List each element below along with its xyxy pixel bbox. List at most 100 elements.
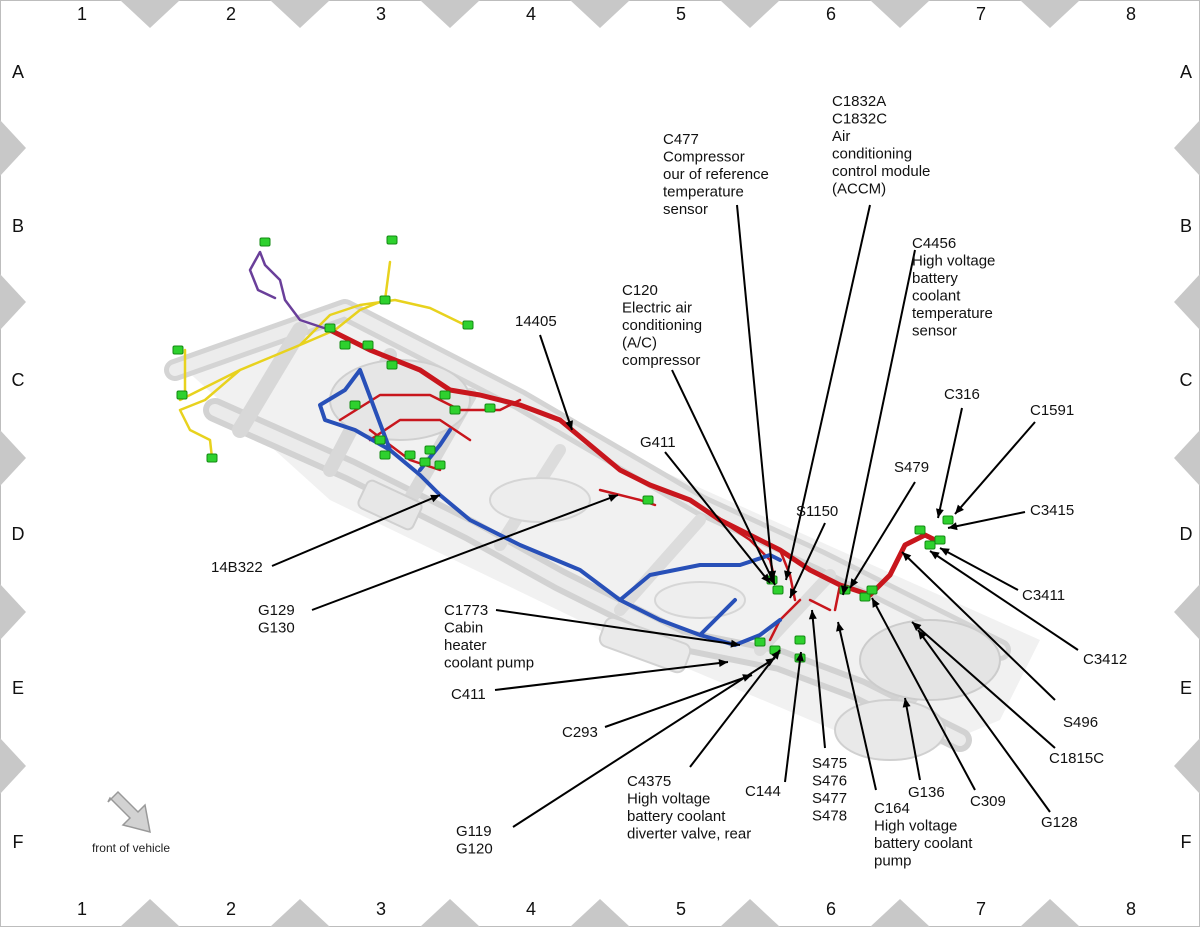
callout-line: C1832C <box>832 111 887 128</box>
grid-col-label-bottom: 8 <box>1126 899 1136 919</box>
connector <box>172 345 184 355</box>
border-marker <box>870 899 930 927</box>
callout-line: C120 <box>622 282 658 299</box>
callout-line: compressor <box>622 352 700 369</box>
leader-arrowhead <box>768 570 777 580</box>
callout-line: C1815C <box>1049 750 1104 767</box>
border-marker <box>270 0 330 28</box>
leader-c309 <box>871 597 976 791</box>
leader-arrowhead <box>840 585 849 595</box>
connector <box>386 360 398 370</box>
callout-line: C3415 <box>1030 502 1074 519</box>
callout-c1815c: C1815C <box>1049 750 1104 767</box>
connector <box>439 390 451 400</box>
callout-line: High voltage <box>912 253 995 270</box>
grid-row-label-right: F <box>1181 832 1192 852</box>
callout-c144: C144 <box>745 783 781 800</box>
border-marker <box>1020 899 1080 927</box>
orientation-label: front of vehicle <box>92 841 170 855</box>
border-marker <box>0 584 26 640</box>
grid-row-label-left: F <box>13 832 24 852</box>
leader-c293 <box>604 674 753 728</box>
grid-row-label-left: B <box>12 216 24 236</box>
harness-red-main <box>327 327 938 598</box>
callout-line: Compressor <box>663 149 745 166</box>
grid-row-label-right: B <box>1180 216 1192 236</box>
leader-c3415 <box>947 511 1026 529</box>
callout-line: C1773 <box>444 602 488 619</box>
border-marker <box>0 430 26 486</box>
callout-line: C293 <box>562 724 598 741</box>
grid-row-label-right: D <box>1180 524 1193 544</box>
leader-arrowhead <box>948 522 958 531</box>
leader-arrowhead <box>765 658 775 667</box>
callout-line: G128 <box>1041 814 1078 831</box>
grid-row-label-left: A <box>12 62 24 82</box>
leader-arrowhead <box>872 598 880 608</box>
leader-14405 <box>539 334 573 431</box>
connector <box>176 390 188 400</box>
leader-c1832 <box>785 204 871 581</box>
callout-c293: C293 <box>562 724 598 741</box>
callout-line: C3412 <box>1083 651 1127 668</box>
border-marker <box>720 0 780 28</box>
leader-arrowhead <box>836 622 844 632</box>
border-marker <box>1020 0 1080 28</box>
grid-col-label-top: 8 <box>1126 4 1136 24</box>
grid-col-label-top: 2 <box>226 4 236 24</box>
border-marker <box>1174 738 1200 794</box>
grid-row-label-left: C <box>12 370 25 390</box>
callout-line: S479 <box>894 459 929 476</box>
leader-g119-g120 <box>512 657 776 828</box>
leader-arrowhead <box>784 570 792 580</box>
callout-line: S475 <box>812 755 847 772</box>
callout-line: 14B322 <box>211 559 263 576</box>
harness-connectors <box>172 235 954 663</box>
callout-s1150: S1150 <box>796 503 838 520</box>
callout-line: G129 <box>258 602 295 619</box>
connector <box>772 585 784 595</box>
callout-line: 14405 <box>515 313 557 330</box>
callout-line: pump <box>874 853 912 870</box>
leader-14b322 <box>271 494 441 567</box>
callout-line: C477 <box>663 131 699 148</box>
connector <box>349 400 361 410</box>
leader-arrowhead <box>940 548 950 556</box>
connector <box>484 403 496 413</box>
leader-c3412 <box>929 550 1079 651</box>
callout-g136: G136 <box>908 784 945 801</box>
callout-line: conditioning <box>832 146 912 163</box>
connector <box>259 237 271 247</box>
callout-leader-lines <box>271 204 1079 828</box>
leader-arrowhead <box>795 652 804 662</box>
leader-arrowhead <box>850 578 859 588</box>
callout-line: C411 <box>451 686 486 703</box>
grid-col-label-top: 5 <box>676 4 686 24</box>
callout-line: S478 <box>812 808 847 825</box>
callout-line: control module <box>832 163 930 180</box>
grid-col-label-bottom: 5 <box>676 899 686 919</box>
callout-line: (A/C) <box>622 335 657 352</box>
grid-col-label-bottom: 1 <box>77 899 87 919</box>
callout-line: sensor <box>912 323 957 340</box>
border-marker <box>0 274 26 330</box>
callout-line: S496 <box>1063 714 1098 731</box>
callout-line: battery coolant <box>627 808 726 825</box>
grid-col-label-top: 3 <box>376 4 386 24</box>
connector <box>924 540 936 550</box>
connector <box>449 405 461 415</box>
connector <box>424 445 436 455</box>
border-marker <box>570 0 630 28</box>
leader-arrowhead <box>771 650 780 660</box>
callout-line: diverter valve, rear <box>627 826 751 843</box>
callout-line: C4456 <box>912 235 956 252</box>
connector <box>866 585 878 595</box>
callout-c3412: C3412 <box>1083 651 1127 668</box>
connector <box>386 235 398 245</box>
callout-line: battery coolant <box>874 835 973 852</box>
